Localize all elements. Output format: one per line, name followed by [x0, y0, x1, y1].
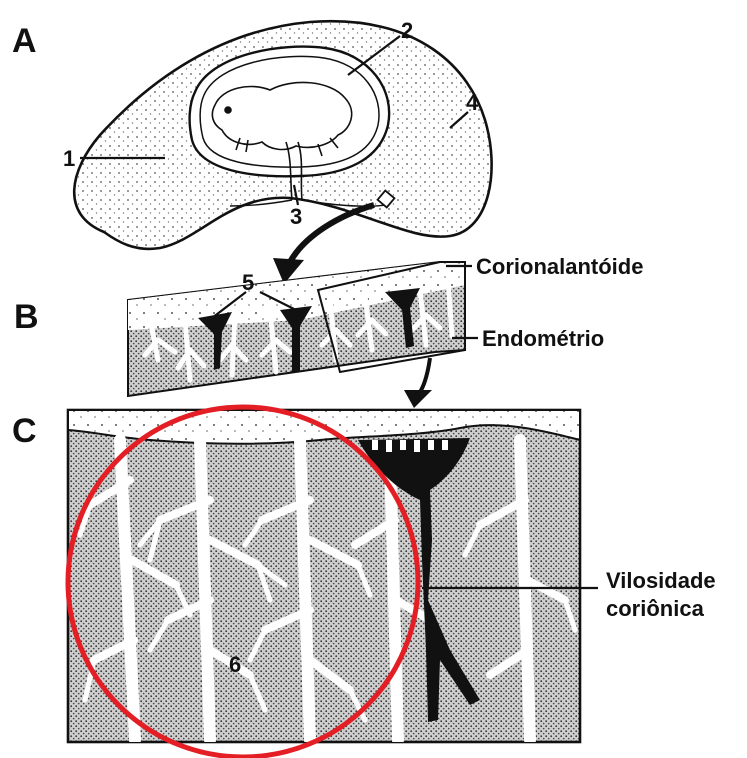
arrow-b-to-c-head [404, 390, 432, 408]
label-3: 3 [290, 204, 302, 229]
panel-a-label: A [12, 22, 37, 60]
term-vilosidade-line1: Vilosidade [606, 568, 716, 593]
term-vilosidade-line2: coriônica [606, 596, 705, 621]
label-4: 4 [466, 90, 479, 115]
panel-c-label: C [12, 412, 37, 450]
panel-c: C [12, 407, 716, 757]
panel-b: B 5 Corionalantóide [14, 254, 643, 408]
label-6: 6 [229, 652, 241, 677]
panel-c-frame [68, 410, 580, 742]
panel-b-label: B [14, 298, 39, 336]
arrow-b-to-c [420, 358, 430, 392]
term-endometrio: Endométrio [482, 326, 604, 351]
label-2: 2 [401, 18, 413, 43]
label-1: 1 [63, 146, 75, 171]
label-5: 5 [242, 270, 254, 295]
term-corionalantoide: Corionalantóide [476, 254, 643, 279]
panel-a: A 1 2 3 4 [12, 18, 492, 284]
